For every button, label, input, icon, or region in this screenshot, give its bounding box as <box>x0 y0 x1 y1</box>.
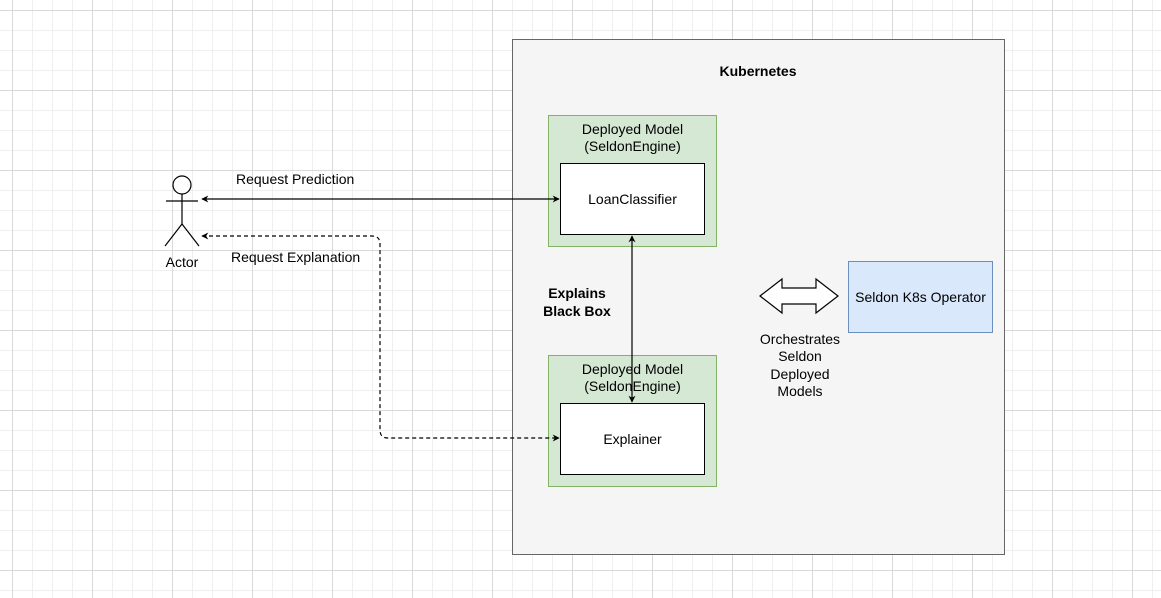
seldon-operator-node[interactable]: Seldon K8s Operator <box>848 261 993 333</box>
kubernetes-label: Kubernetes <box>719 63 797 79</box>
actor-figure[interactable] <box>164 175 200 247</box>
request-prediction-label: Request Prediction <box>236 171 355 187</box>
deployed-model-top-subtitle: (SeldonEngine) <box>584 138 681 154</box>
request-explanation-connector[interactable] <box>201 232 560 442</box>
seldon-operator-label: Seldon K8s Operator <box>855 289 986 305</box>
deployed-model-bottom-subtitle: (SeldonEngine) <box>584 378 681 394</box>
explainer-node[interactable]: Explainer <box>560 403 705 475</box>
request-explanation-label: Request Explanation <box>231 249 361 265</box>
actor-label: Actor <box>165 254 199 270</box>
explains-label-line2: Black Box <box>543 303 611 319</box>
deployed-model-bottom-title: Deployed Model <box>581 361 684 377</box>
orchestrates-label-line4: Models <box>777 383 823 399</box>
explainer-label: Explainer <box>603 431 662 447</box>
orchestrates-label-line1: Orchestrates <box>759 331 841 347</box>
loan-classifier-node[interactable]: LoanClassifier <box>560 163 705 235</box>
deployed-model-top-title: Deployed Model <box>581 121 684 137</box>
orchestrates-label-line2: Seldon <box>778 348 822 364</box>
orchestrates-label-line3: Deployed <box>770 366 830 382</box>
explains-label-line1: Explains <box>548 285 606 301</box>
loan-classifier-label: LoanClassifier <box>588 191 677 207</box>
